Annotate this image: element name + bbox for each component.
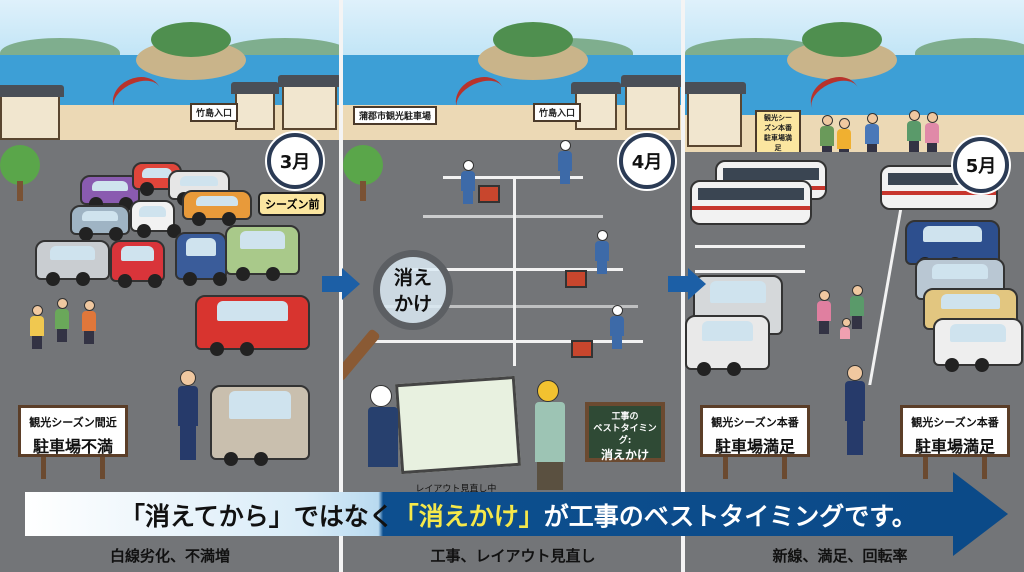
board-subtitle: 観光シーズン本番 (911, 416, 999, 429)
panel-march: 竹島入口 3月 シーズン前 観光シーズン間近 駐車場不満 白線劣化、不満増 (0, 0, 339, 572)
clock-may: 5月 (953, 137, 1009, 193)
souvenir-shop (571, 82, 621, 130)
takeshima-entrance-sign: 竹島入口 (533, 103, 582, 122)
car (80, 175, 140, 211)
line-marking-machine (571, 340, 593, 358)
caption-may: 新線、満足、回転率 (772, 547, 908, 565)
island (478, 22, 589, 80)
bus (690, 180, 812, 225)
banner-message: 「消えてから」ではなく「消えかけ」が工事のベストタイミングです。 (120, 497, 917, 533)
person (30, 305, 44, 349)
clock-april: 4月 (619, 133, 675, 189)
person (82, 300, 96, 344)
child (840, 318, 851, 348)
car (35, 240, 110, 286)
pre-season-badge: シーズン前 (258, 192, 327, 216)
notice-board: 観光シーズン間近 駐車場不満 (18, 405, 128, 479)
tourist (925, 112, 939, 156)
worker (461, 160, 475, 204)
car (225, 225, 300, 281)
banner-text-part2: が工事のベストタイミングです。 (543, 502, 917, 531)
board-title: 駐車場不満 (32, 437, 113, 456)
panel-april: 蒲郡市観光駐車場 竹島入口 4月 消え かけ レイアウト見直し中 工事の ベスト… (343, 0, 681, 572)
tree (0, 145, 40, 201)
car (685, 315, 770, 376)
faded-parking-line (383, 305, 638, 308)
car (933, 318, 1023, 372)
season-sign-small: 観光シーズン本番 駐車場満足 (755, 110, 801, 156)
car (110, 240, 165, 288)
notice-board-right: 観光シーズン本番 駐車場満足 (900, 405, 1010, 479)
worker (595, 230, 609, 274)
blackboard: 工事の ベストタイミング: 消えかけ (585, 402, 665, 462)
tourist (907, 110, 921, 154)
shop (278, 75, 339, 130)
board-title: 駐車場満足 (914, 437, 995, 456)
island (135, 22, 246, 80)
parking-lot-sign: 蒲郡市観光駐車場 (353, 106, 438, 125)
line-marking-machine (565, 270, 587, 288)
takeshima-entrance-sign: 竹島入口 (190, 103, 239, 122)
magnifier-text-line1: 消え (393, 267, 432, 289)
notice-board-left: 観光シーズン本番 駐車場満足 (700, 405, 810, 479)
car (195, 295, 310, 356)
worker (535, 380, 565, 490)
worker (610, 305, 624, 349)
banner-body (25, 492, 955, 536)
magnifying-glass: 消え かけ (373, 250, 453, 330)
arrow-head-icon (953, 472, 1008, 556)
car (182, 190, 252, 226)
security-guard (178, 370, 198, 460)
banner-text-part1: 「消えてから」ではなく (120, 502, 394, 531)
parking-line (695, 245, 805, 248)
souvenir-shop (231, 82, 279, 130)
clock-march: 3月 (267, 133, 323, 189)
family-member (817, 290, 831, 334)
transition-arrow-icon (668, 268, 706, 300)
house (0, 85, 64, 140)
board-subtitle: 観光シーズン本番 (711, 416, 799, 429)
parking-line (513, 176, 516, 366)
caption-april: 工事、レイアウト見直し (430, 547, 596, 565)
engineer (368, 385, 398, 495)
parking-line (373, 340, 643, 343)
car (70, 205, 130, 241)
banner-highlight: 「消えかけ」 (393, 502, 544, 531)
message-banner-arrow: 「消えてから」ではなく「消えかけ」が工事のベストタイミングです。 (25, 472, 1008, 556)
island (786, 22, 897, 80)
car (175, 232, 227, 286)
car (130, 200, 175, 238)
line-marking-machine (478, 185, 500, 203)
person (55, 298, 69, 342)
blackboard-line3: 消えかけ (600, 448, 649, 462)
worker (558, 140, 572, 184)
security-guard (845, 365, 865, 455)
caption-march: 白線劣化、不満増 (109, 547, 231, 565)
car (210, 385, 310, 466)
magnifier-text-line2: かけ (393, 293, 432, 315)
house (685, 82, 746, 147)
tree (343, 145, 383, 201)
board-title: 駐車場満足 (714, 437, 795, 456)
transition-arrow-icon (322, 268, 360, 300)
family-member (850, 285, 864, 329)
layout-blueprint: レイアウト見直し中 (395, 375, 521, 494)
blackboard-line2: ベストタイミング: (593, 424, 657, 446)
parking-line (695, 270, 805, 273)
tourist (865, 113, 879, 157)
blackboard-line1: 工事の (611, 412, 639, 422)
board-subtitle: 観光シーズン間近 (29, 416, 117, 429)
shop (621, 75, 681, 130)
